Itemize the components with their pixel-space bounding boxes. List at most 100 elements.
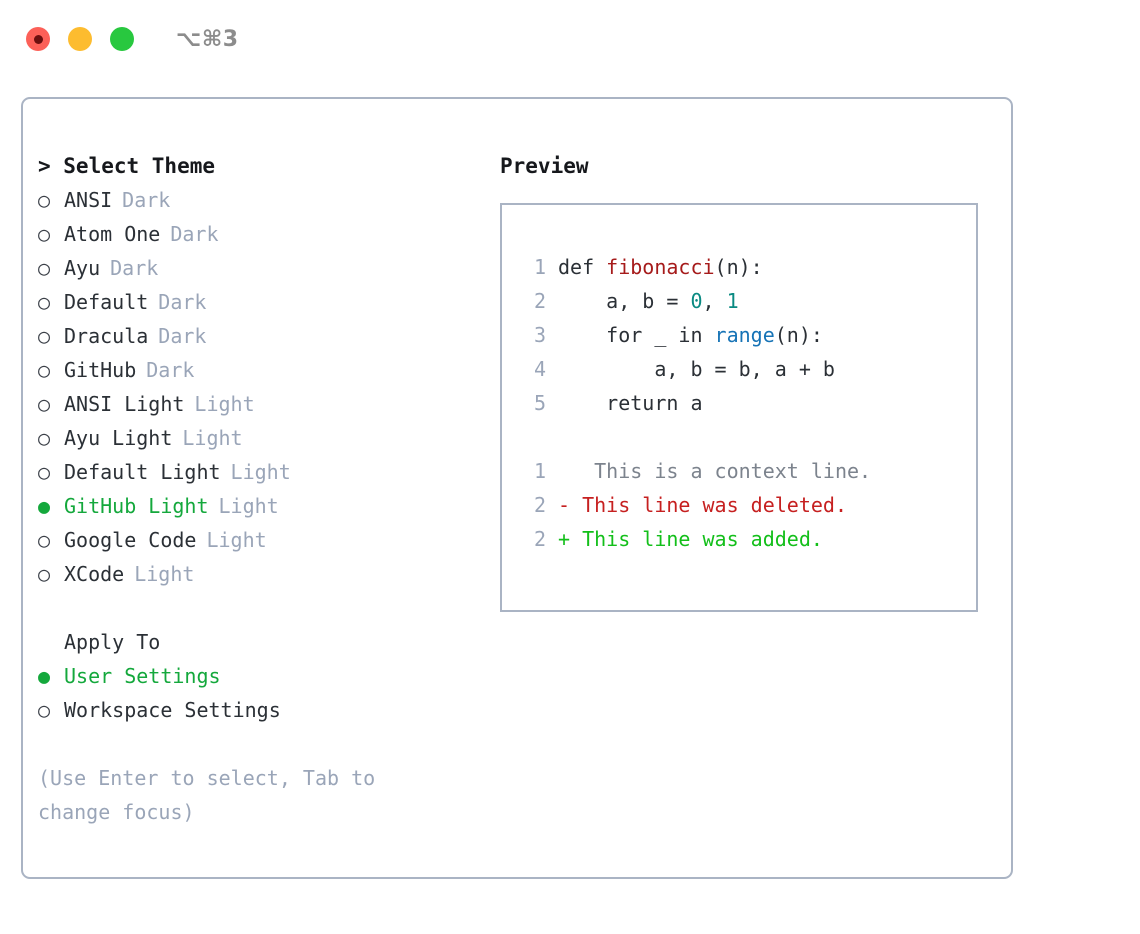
theme-name-label: XCode	[64, 562, 125, 586]
radio-unselected-icon: ○	[38, 222, 51, 246]
theme-variant-tag: Dark	[158, 290, 207, 314]
preview-column: Preview	[500, 149, 1000, 183]
theme-name-label: ANSI Light	[64, 392, 185, 416]
radio-unselected-icon: ○	[38, 460, 51, 484]
theme-variant-tag: Dark	[122, 188, 171, 212]
diff-line-number: 1	[533, 459, 546, 483]
theme-name-label: Dracula	[64, 324, 149, 348]
code-token-num: 1	[726, 289, 739, 313]
code-line-number: 4	[533, 357, 546, 381]
radio-unselected-icon: ○	[38, 528, 51, 552]
window-shortcut-label: ⌥⌘3	[176, 26, 239, 52]
radio-unselected-icon: ○	[38, 188, 51, 212]
code-line: 5 return a	[520, 386, 871, 420]
radio-unselected-icon: ○	[38, 358, 51, 382]
select-theme-title: > Select Theme	[38, 154, 216, 178]
code-line-text: a, b = b, a + b	[558, 352, 835, 386]
diff-line: 2+ This line was added.	[520, 522, 871, 556]
code-token-call: range	[714, 323, 775, 347]
theme-variant-tag: Light	[194, 392, 255, 416]
diff-line-text: This is a context line.	[570, 459, 872, 483]
minimize-window-button[interactable]	[68, 27, 92, 51]
code-line-number: 2	[533, 289, 546, 313]
code-token-plain: ,	[702, 289, 727, 313]
theme-variant-tag: Dark	[158, 324, 207, 348]
code-token-plain: def	[558, 255, 607, 279]
theme-list-item[interactable]: ○ ANSI Light Light	[38, 387, 488, 421]
theme-list-item[interactable]: ○ Google Code Light	[38, 523, 488, 557]
theme-list-item[interactable]: ○ ANSI Dark	[38, 183, 488, 217]
radio-unselected-icon: ○	[38, 698, 51, 722]
theme-list-item[interactable]: ● GitHub Light Light	[38, 489, 488, 523]
theme-name-label: Google Code	[64, 528, 197, 552]
theme-name-label: Ayu Light	[64, 426, 173, 450]
diff-sign: -	[558, 493, 571, 517]
radio-selected-icon: ●	[38, 664, 51, 688]
theme-list-item[interactable]: ○ Atom One Dark	[38, 217, 488, 251]
theme-list-item[interactable]: ○ Dracula Dark	[38, 319, 488, 353]
theme-variant-tag: Light	[230, 460, 291, 484]
apply-to-option-label: Workspace Settings	[64, 698, 281, 722]
code-line-text: a, b = 0, 1	[558, 284, 739, 318]
radio-unselected-icon: ○	[38, 290, 51, 314]
diff-line-number: 2	[533, 493, 546, 517]
preview-title: Preview	[500, 154, 589, 178]
close-window-button[interactable]	[26, 27, 50, 51]
code-line: 2 a, b = 0, 1	[520, 284, 871, 318]
traffic-lights	[26, 27, 134, 51]
theme-variant-tag: Dark	[170, 222, 219, 246]
theme-variant-tag: Dark	[110, 256, 159, 280]
theme-list-item[interactable]: ○ Default Dark	[38, 285, 488, 319]
maximize-window-button[interactable]	[110, 27, 134, 51]
code-token-plain: a, b = b, a + b	[558, 357, 835, 381]
radio-unselected-icon: ○	[38, 426, 51, 450]
apply-to-option[interactable]: ● User Settings	[38, 659, 488, 693]
theme-variant-tag: Light	[134, 562, 195, 586]
radio-unselected-icon: ○	[38, 256, 51, 280]
apply-to-option-label: User Settings	[64, 664, 221, 688]
apply-to-options: ● User Settings ○ Workspace Settings	[38, 659, 488, 727]
theme-list-item[interactable]: ○ Ayu Light Light	[38, 421, 488, 455]
code-line-number: 5	[533, 391, 546, 415]
theme-variant-tag: Light	[206, 528, 267, 552]
theme-variant-tag: Light	[182, 426, 243, 450]
diff-line-text: This line was added.	[570, 527, 823, 551]
code-line-number: 3	[533, 323, 546, 347]
title-bar: ⌥⌘3	[0, 0, 1140, 78]
apply-to-option[interactable]: ○ Workspace Settings	[38, 693, 488, 727]
apply-to-block: Apply To ● User Settings ○ Workspace Settin…	[38, 625, 488, 727]
apply-to-heading: Apply To	[64, 630, 161, 654]
radio-unselected-icon: ○	[38, 324, 51, 348]
theme-variant-tag: Light	[218, 494, 279, 518]
code-line-text: def fibonacci(n):	[558, 250, 763, 284]
theme-name-label: GitHub	[64, 358, 137, 382]
diff-line: 1 This is a context line.	[520, 454, 871, 488]
theme-name-label: Atom One	[64, 222, 161, 246]
diff-line: 2- This line was deleted.	[520, 488, 871, 522]
theme-name-label: Default	[64, 290, 149, 314]
theme-name-label: GitHub Light	[64, 494, 209, 518]
keyboard-hint-text: (Use Enter to select, Tab to change focu…	[38, 766, 376, 824]
code-line-text: return a	[558, 386, 703, 420]
code-token-fn: fibonacci	[606, 255, 715, 279]
diff-line-text: This line was deleted.	[570, 493, 847, 517]
radio-unselected-icon: ○	[38, 392, 51, 416]
radio-selected-icon: ●	[38, 494, 51, 518]
code-token-plain: return a	[558, 391, 703, 415]
theme-name-label: ANSI	[64, 188, 113, 212]
code-token-plain: a, b =	[558, 289, 691, 313]
code-token-plain: (n):	[774, 323, 823, 347]
code-line: 3 for _ in range(n):	[520, 318, 871, 352]
